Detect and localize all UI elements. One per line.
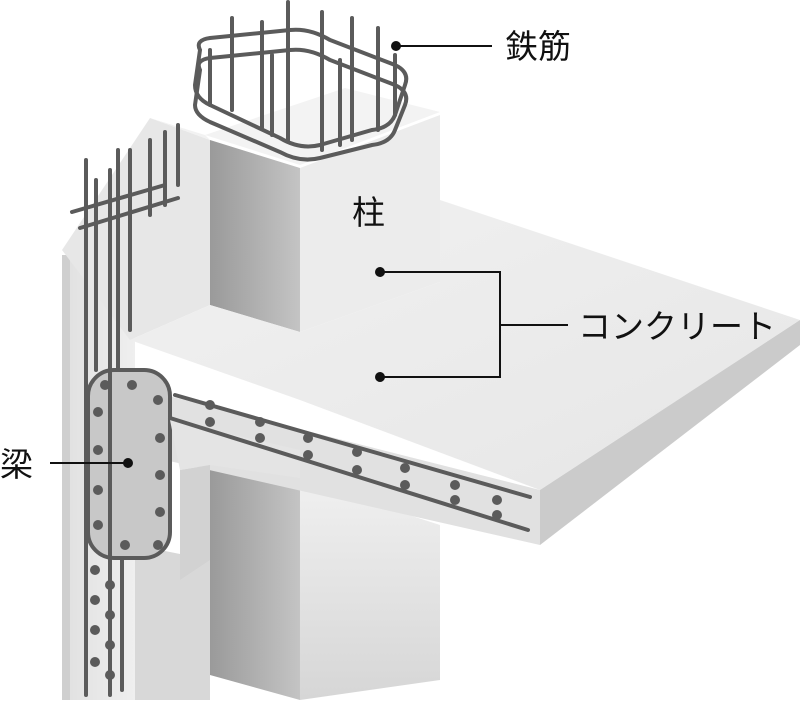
label-column: 柱	[352, 193, 385, 232]
label-rebar: 鉄筋	[505, 27, 571, 66]
leader-beam	[50, 458, 133, 468]
leader-rebar	[391, 41, 492, 51]
label-concrete: コンクリート	[578, 307, 776, 346]
label-beam: 梁	[0, 445, 33, 484]
leader-concrete	[375, 267, 568, 382]
rebar-dots	[90, 380, 502, 680]
rebar-cage	[70, 0, 532, 697]
